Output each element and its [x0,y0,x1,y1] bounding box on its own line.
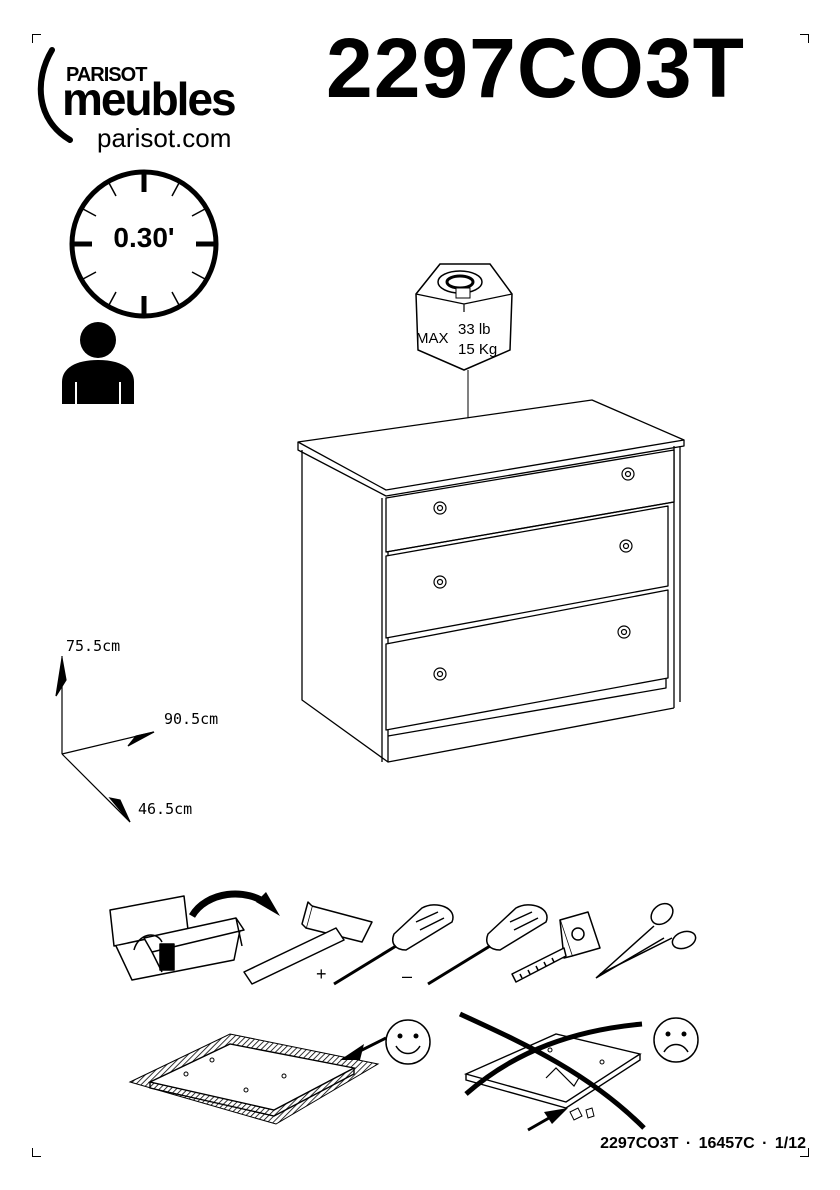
page-footer: 2297CO3T · 16457C · 1/12 [600,1135,806,1153]
happy-face-icon [382,1016,434,1068]
assembly-time: 0.30' [72,222,216,254]
weight-max-label: MAX [416,330,449,347]
person-icon [58,320,138,406]
brand-name-main: meubles [62,76,235,122]
crop-mark-top-right [800,34,809,43]
model-title: 2297CO3T [326,26,745,110]
minus-sign: – [402,966,412,987]
plus-sign: + [316,964,327,985]
weight-limit-kg: 15 Kg [458,341,497,358]
dimension-height: 75.5cm [66,637,120,655]
sad-face-icon [650,1014,702,1066]
dimension-width: 90.5cm [164,710,218,728]
brand-url: parisot.com [97,123,231,154]
crop-mark-bottom-left [32,1148,41,1157]
dimension-depth: 46.5cm [138,800,192,818]
chest-of-drawers-drawing [290,390,700,780]
scissors-icon [592,898,702,988]
tape-measure-icon [508,908,604,988]
weight-limit-lb: 33 lb [458,321,491,338]
damage-arrow-icon [520,1098,610,1138]
